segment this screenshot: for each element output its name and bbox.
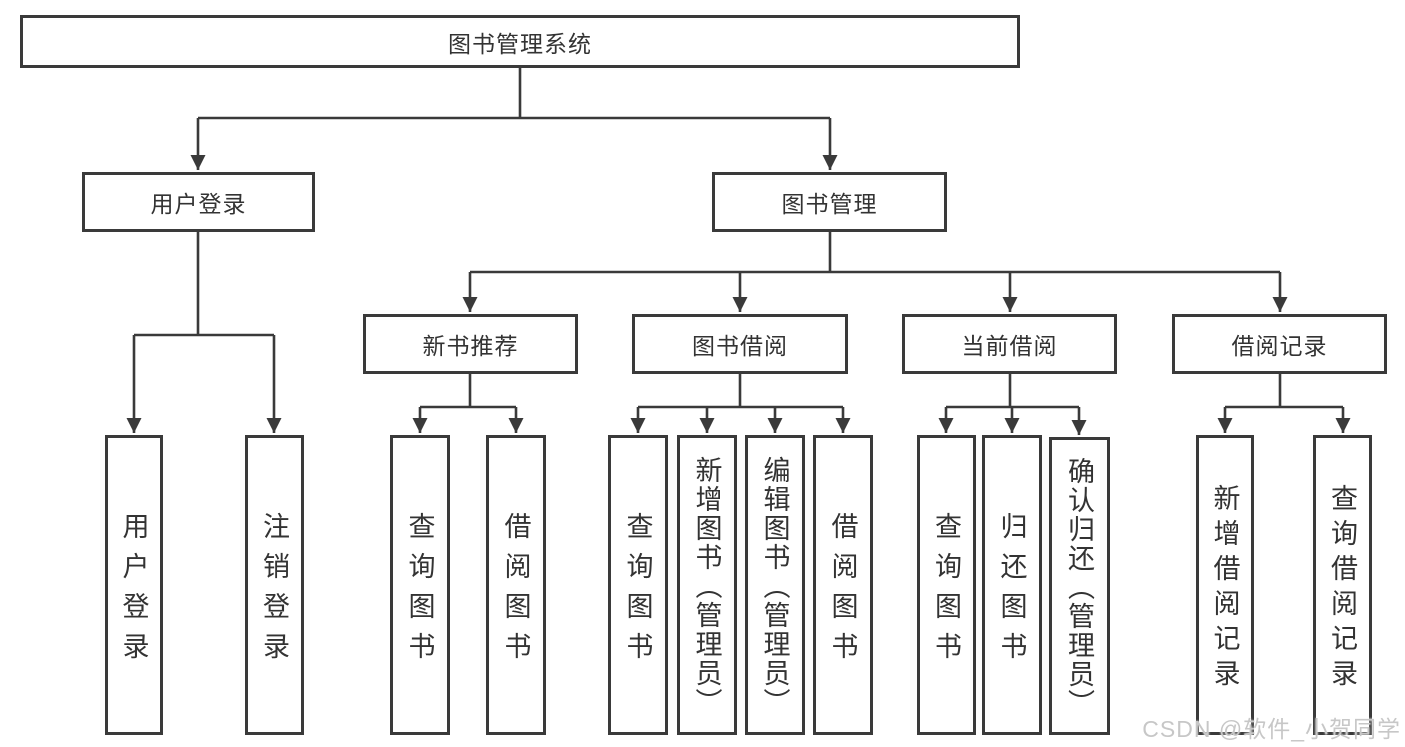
node-book-borrow-label: 图书借阅 bbox=[692, 333, 788, 359]
node-leaf-br-add: 新增借阅记录 bbox=[1196, 435, 1254, 735]
node-new-book-rec: 新书推荐 bbox=[363, 314, 578, 374]
edge-currentborrow-trunk bbox=[946, 374, 1079, 409]
node-leaf-bb-query: 查询图书 bbox=[608, 435, 668, 735]
edge-root-trunk bbox=[198, 68, 830, 120]
node-root-label: 图书管理系统 bbox=[448, 30, 592, 57]
node-book-mgmt: 图书管理 bbox=[712, 172, 947, 232]
node-root: 图书管理系统 bbox=[20, 15, 1020, 68]
node-leaf-bb-query-label: 查询图书 bbox=[622, 511, 653, 672]
node-leaf-logout: 注销登录 bbox=[245, 435, 304, 735]
edge-bookborrow-trunk bbox=[638, 374, 843, 409]
node-leaf-rec-query: 查询图书 bbox=[390, 435, 450, 735]
node-leaf-user-login-label: 用户登录 bbox=[118, 511, 149, 672]
node-book-mgmt-label: 图书管理 bbox=[781, 191, 878, 217]
node-leaf-user-login: 用户登录 bbox=[105, 435, 163, 735]
node-leaf-cb-return: 归还图书 bbox=[982, 435, 1042, 735]
node-borrow-record-label: 借阅记录 bbox=[1231, 333, 1328, 359]
csdn-watermark: CSDN @软件_小贺同学 bbox=[1142, 716, 1401, 742]
edge-borrowrecord-trunk bbox=[1225, 374, 1343, 409]
node-leaf-cb-query: 查询图书 bbox=[917, 435, 976, 735]
node-leaf-br-add-label: 新增借阅记录 bbox=[1209, 484, 1240, 694]
node-leaf-cb-query-label: 查询图书 bbox=[931, 511, 961, 672]
node-book-borrow: 图书借阅 bbox=[632, 314, 848, 374]
node-current-borrow: 当前借阅 bbox=[902, 314, 1117, 374]
edge-newbookrec-trunk bbox=[420, 374, 516, 409]
edge-bookmgmt-trunk bbox=[470, 232, 1280, 274]
node-leaf-cb-return-label: 归还图书 bbox=[996, 511, 1027, 672]
node-new-book-rec-label: 新书推荐 bbox=[422, 333, 519, 359]
node-leaf-bb-borrow: 借阅图书 bbox=[813, 435, 873, 735]
node-leaf-bb-edit-label: 编辑图书（管理员） bbox=[759, 455, 790, 717]
node-leaf-bb-add: 新增图书（管理员） bbox=[677, 435, 737, 735]
node-leaf-cb-confirm-label: 确认归还（管理员） bbox=[1064, 456, 1094, 718]
node-leaf-logout-label: 注销登录 bbox=[259, 511, 289, 672]
node-leaf-br-query-label: 查询借阅记录 bbox=[1327, 484, 1357, 694]
node-leaf-br-query: 查询借阅记录 bbox=[1313, 435, 1372, 735]
node-borrow-record: 借阅记录 bbox=[1172, 314, 1387, 374]
edge-userlogin-trunk bbox=[134, 232, 274, 337]
node-leaf-rec-borrow-label: 借阅图书 bbox=[500, 511, 531, 672]
node-leaf-bb-add-label: 新增图书（管理员） bbox=[691, 455, 722, 717]
node-leaf-rec-query-label: 查询图书 bbox=[404, 511, 435, 672]
node-leaf-bb-borrow-label: 借阅图书 bbox=[827, 511, 858, 672]
node-current-borrow-label: 当前借阅 bbox=[961, 333, 1058, 359]
node-leaf-rec-borrow: 借阅图书 bbox=[486, 435, 546, 735]
node-user-login: 用户登录 bbox=[82, 172, 315, 232]
node-user-login-label: 用户登录 bbox=[150, 191, 247, 217]
node-leaf-bb-edit: 编辑图书（管理员） bbox=[745, 435, 805, 735]
node-leaf-cb-confirm: 确认归还（管理员） bbox=[1049, 437, 1110, 735]
